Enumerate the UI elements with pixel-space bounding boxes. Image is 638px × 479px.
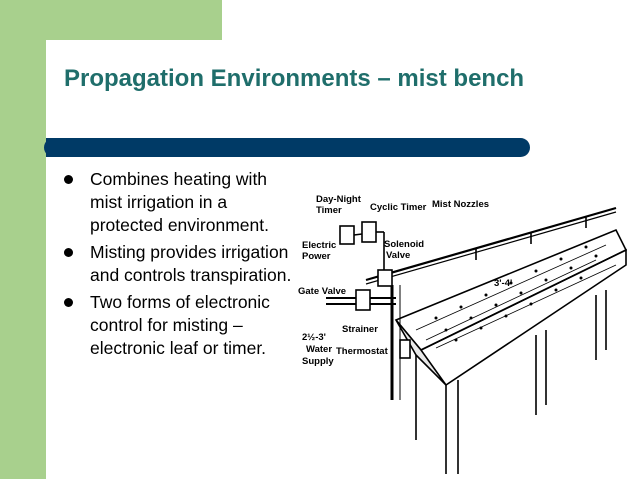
bullet-icon: [64, 248, 73, 257]
label-thermostat: Thermostat: [336, 346, 389, 357]
label-day-night-timer-2: Timer: [316, 205, 342, 216]
label-cyclic-timer: Cyclic Timer: [370, 202, 427, 213]
label-dimension: 3'-4': [494, 278, 512, 289]
label-day-night-timer: Day-Night: [316, 194, 362, 205]
bullet-list: Combines heating with mist irrigation in…: [64, 168, 294, 364]
bullet-text: Combines heating with mist irrigation in…: [90, 169, 269, 235]
label-water-supply: 2½-3': [302, 332, 326, 343]
bullet-icon: [64, 298, 73, 307]
mist-bench-diagram: Day-Night Timer Cyclic Timer Mist Nozzle…: [298, 194, 628, 474]
bullet-text: Misting provides irrigation and controls…: [90, 242, 292, 285]
label-mist-nozzles: Mist Nozzles: [432, 199, 489, 210]
label-solenoid-valve: Solenoid: [384, 239, 424, 250]
label-electric-power-2: Power: [302, 251, 331, 262]
label-electric-power: Electric: [302, 240, 336, 251]
title-underline-bar: [44, 138, 530, 157]
label-strainer: Strainer: [342, 324, 378, 335]
bullet-icon: [64, 175, 73, 184]
label-solenoid-valve-2: Valve: [386, 250, 410, 261]
bullet-item: Combines heating with mist irrigation in…: [64, 168, 294, 237]
label-water-supply-3: Supply: [302, 356, 334, 367]
slide-panel: [46, 40, 638, 479]
bullet-item: Two forms of electronic control for mist…: [64, 291, 294, 360]
slide-title: Propagation Environments – mist bench: [64, 65, 525, 92]
label-water-supply-2: Water: [306, 344, 332, 355]
label-gate-valve: Gate Valve: [298, 286, 346, 297]
bullet-text: Two forms of electronic control for mist…: [90, 292, 270, 358]
bullet-item: Misting provides irrigation and controls…: [64, 241, 294, 287]
